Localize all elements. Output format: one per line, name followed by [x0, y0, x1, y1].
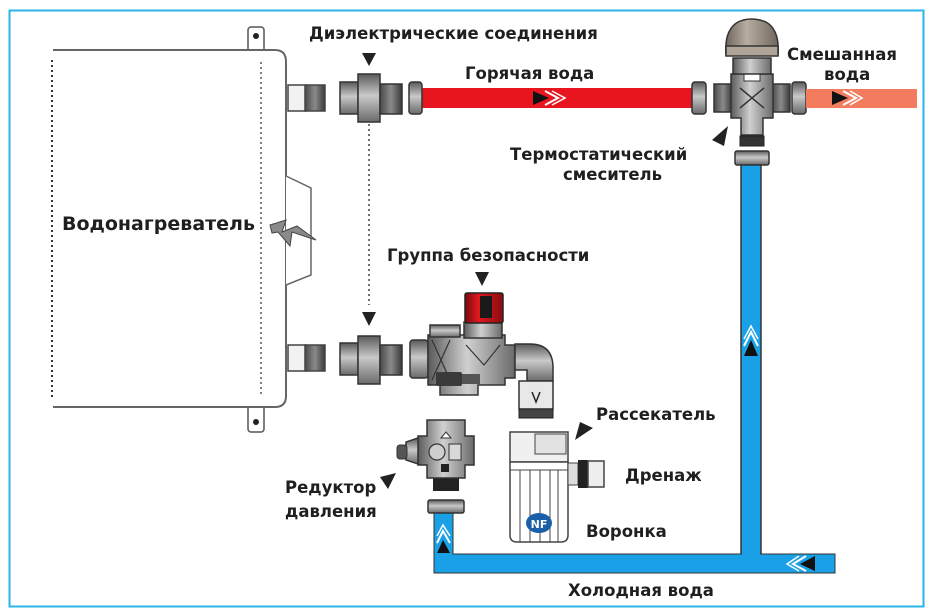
cold-water-riser [740, 164, 762, 561]
mixer-pointer [712, 126, 728, 146]
thermostatic-mixer [691, 18, 807, 166]
funnel-label: Воронка [586, 522, 667, 541]
splitter-pointer [575, 422, 593, 440]
lightning-icon [269, 219, 317, 248]
dielectric-pointer-top [362, 53, 376, 66]
thermo-mixer-label-line1: Термостатический [510, 145, 687, 164]
hot-water-label: Горячая вода [465, 64, 594, 83]
heater-cold-inlet-nipple [287, 344, 326, 372]
reducer-label-line2: давления [285, 502, 377, 521]
water-heater: Водонагреватель [51, 26, 317, 433]
dielectric-union-top [339, 73, 403, 123]
heater-hot-outlet-nipple [287, 84, 326, 112]
splitter-label: Рассекатель [596, 405, 716, 424]
reducer-label-line1: Редуктор [285, 478, 376, 497]
thermo-mixer-label-line2: смеситель [563, 165, 662, 184]
reducer-pointer [380, 473, 396, 489]
heater-bottom-bracket-hole [253, 419, 259, 425]
heater-top-bracket-hole [253, 33, 259, 39]
mixed-water-label-line2: вода [824, 65, 870, 84]
flow-arrow-inlet-up [436, 523, 451, 553]
hot-pipe-nut-left [408, 81, 423, 115]
flow-arrow-hot-right [533, 90, 567, 106]
nf-badge [526, 513, 552, 533]
safety-group [409, 292, 554, 419]
dielectric-pointer-bottom [362, 312, 376, 326]
dielectric-label: Диэлектрические соединения [309, 24, 598, 43]
flow-arrow-cold-left [785, 555, 815, 572]
heater-label: Водонагреватель [62, 213, 255, 235]
nf-badge-text: NF [531, 518, 548, 531]
drain-funnel: NF [509, 431, 605, 543]
drain-label: Дренаж [625, 466, 702, 485]
dielectric-union-bottom [339, 335, 403, 385]
flow-arrow-riser-up [743, 324, 759, 356]
flow-arrow-mixed-right [832, 90, 864, 106]
safety-group-pointer [475, 272, 489, 286]
pressure-reducer [396, 419, 475, 514]
cold-water-label: Холодная вода [568, 581, 714, 600]
safety-group-label: Группа безопасности [387, 246, 589, 265]
mixed-water-label-line1: Смешанная [787, 45, 897, 64]
